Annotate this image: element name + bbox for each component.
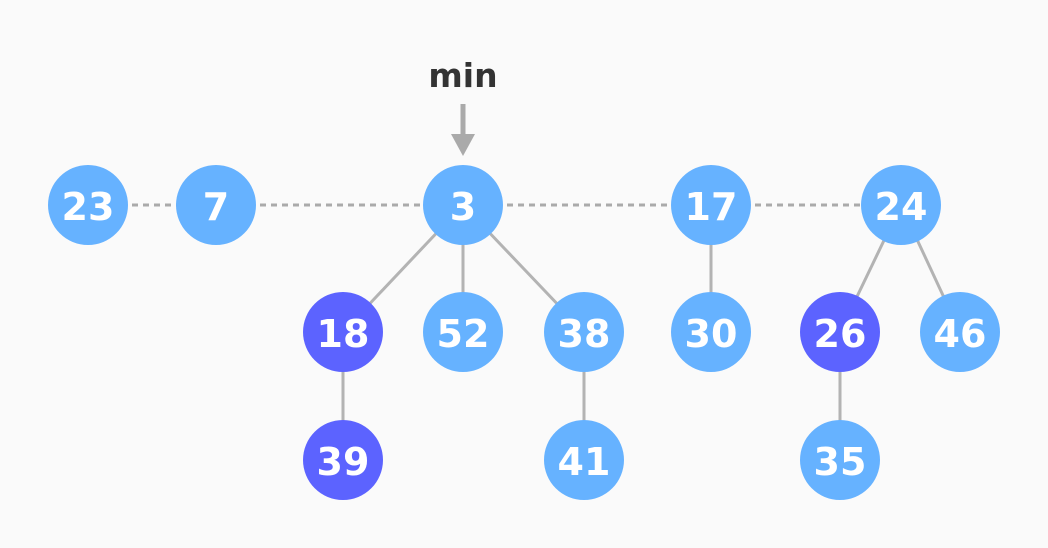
tree-edge: [915, 238, 946, 299]
heap-node-17: 17: [671, 165, 751, 245]
min-pointer-arrow-head: [451, 134, 475, 156]
heap-node-7: 7: [176, 165, 256, 245]
node-circle: [920, 292, 1000, 372]
tree-edge: [855, 238, 886, 299]
node-key-label: 18: [317, 312, 370, 356]
heap-nodes: 23 7 3 17 24 18 52 38 30 26 46 39 41 35: [48, 165, 1000, 500]
heap-node-41: 41: [544, 420, 624, 500]
node-circle: [544, 420, 624, 500]
heap-node-39: 39: [303, 420, 383, 500]
node-circle: [800, 420, 880, 500]
node-key-label: 41: [558, 440, 611, 484]
heap-node-26: 26: [800, 292, 880, 372]
node-circle: [544, 292, 624, 372]
node-key-label: 24: [875, 185, 928, 229]
min-pointer-label: min: [428, 56, 497, 95]
heap-node-24: 24: [861, 165, 941, 245]
marked-node-circle: [800, 292, 880, 372]
heap-node-52: 52: [423, 292, 503, 372]
node-circle: [671, 292, 751, 372]
heap-node-3: 3: [423, 165, 503, 245]
node-circle: [671, 165, 751, 245]
heap-node-30: 30: [671, 292, 751, 372]
node-key-label: 30: [685, 312, 738, 356]
heap-node-46: 46: [920, 292, 1000, 372]
node-key-label: 39: [317, 440, 370, 484]
marked-node-circle: [303, 420, 383, 500]
min-pointer: min: [428, 56, 498, 156]
node-circle: [423, 165, 503, 245]
heap-node-38: 38: [544, 292, 624, 372]
tree-edges: [341, 231, 946, 422]
node-key-label: 23: [62, 185, 115, 229]
node-key-label: 26: [814, 312, 867, 356]
node-key-label: 52: [437, 312, 490, 356]
node-key-label: 46: [934, 312, 987, 356]
node-key-label: 35: [814, 440, 867, 484]
heap-node-23: 23: [48, 165, 128, 245]
node-circle: [423, 292, 503, 372]
node-key-label: 17: [685, 185, 738, 229]
node-key-label: 3: [450, 185, 476, 229]
node-circle: [861, 165, 941, 245]
tree-edge: [488, 231, 559, 306]
node-key-label: 7: [203, 185, 229, 229]
node-circle: [176, 165, 256, 245]
heap-node-18: 18: [303, 292, 383, 372]
marked-node-circle: [303, 292, 383, 372]
node-circle: [48, 165, 128, 245]
node-key-label: 38: [558, 312, 611, 356]
heap-node-35: 35: [800, 420, 880, 500]
tree-edge: [368, 231, 438, 306]
